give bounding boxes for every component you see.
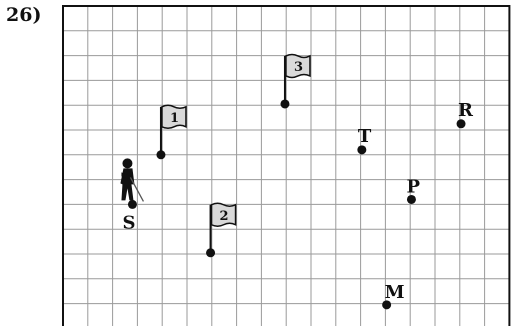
point-t: T	[357, 126, 372, 155]
golfer-icon	[120, 158, 145, 202]
grid-lines	[63, 6, 510, 326]
flag-cloth	[210, 202, 237, 228]
point-r: R	[456, 100, 474, 129]
point-label: T	[358, 126, 372, 147]
point-p: P	[406, 176, 420, 204]
grid-frame	[62, 5, 511, 326]
point-label: M	[385, 282, 405, 303]
flag-cloth	[285, 53, 311, 79]
point-dot	[357, 145, 367, 155]
problem-label: 26)	[6, 4, 42, 26]
flag-base-dot	[156, 150, 166, 160]
golf-flag-icon: 3	[280, 53, 311, 109]
flag-number: 3	[294, 60, 303, 75]
flag-base-dot	[206, 248, 216, 258]
flag-base-dot	[280, 99, 290, 109]
flag-number: 2	[220, 209, 229, 224]
point-label: P	[406, 176, 420, 197]
point-m: M	[382, 282, 405, 310]
point-dot	[127, 199, 137, 209]
point-dot	[406, 194, 416, 204]
golf-flag-icon: 1	[156, 104, 187, 160]
golf-flag-icon: 2	[206, 202, 237, 258]
point-label: R	[458, 100, 474, 121]
point-dot	[456, 119, 466, 129]
points-layer: S T R P M	[122, 100, 474, 310]
point-dot	[382, 300, 392, 310]
flag-cloth	[161, 104, 187, 130]
point-label: S	[122, 212, 135, 233]
flags-layer: 1 2 3	[156, 53, 311, 258]
flag-number: 1	[170, 111, 179, 126]
point-s: S	[122, 199, 137, 233]
